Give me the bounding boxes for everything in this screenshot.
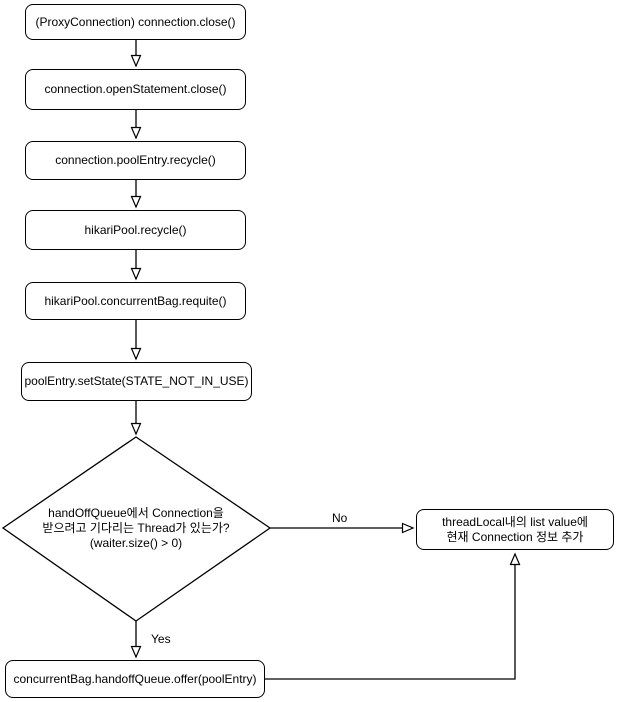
node-concurrent-bag-requite[interactable]: hikariPool.concurrentBag.requite() [25, 282, 246, 320]
node-thread-local-add[interactable]: threadLocal내의 list value에 현재 Connection … [416, 509, 614, 550]
node-pool-entry-recycle-label: connection.poolEntry.recycle() [55, 153, 216, 167]
node-hikari-pool-recycle[interactable]: hikariPool.recycle() [25, 210, 246, 250]
node-set-state-label: poolEntry.setState(STATE_NOT_IN_USE) [24, 374, 249, 388]
node-thread-local-add-label: threadLocal내의 list value에 현재 Connection … [442, 514, 588, 544]
edge-label-no: No [330, 511, 350, 525]
node-concurrent-bag-requite-label: hikariPool.concurrentBag.requite() [44, 293, 227, 308]
decision-node-label: handOffQueue에서 Connection을 받으려고 기다리는 Thr… [42, 506, 230, 550]
edge-label-yes: Yes [149, 632, 173, 646]
node-hikari-pool-recycle-label: hikariPool.recycle() [84, 222, 187, 237]
node-open-statement-close[interactable]: connection.openStatement.close() [25, 69, 246, 110]
node-set-state[interactable]: poolEntry.setState(STATE_NOT_IN_USE) [21, 362, 252, 401]
node-open-statement-close-label: connection.openStatement.close() [44, 82, 227, 96]
edge-offer-to-threadlocal[interactable] [265, 554, 515, 680]
node-handoff-queue-offer-label: concurrentBag.handoffQueue.offer(poolEnt… [13, 671, 257, 686]
node-proxy-connection-close-label: (ProxyConnection) connection.close() [35, 14, 236, 29]
node-handoff-queue-offer[interactable]: concurrentBag.handoffQueue.offer(poolEnt… [5, 660, 265, 698]
node-pool-entry-recycle[interactable]: connection.poolEntry.recycle() [25, 141, 246, 180]
node-proxy-connection-close[interactable]: (ProxyConnection) connection.close() [25, 4, 246, 40]
